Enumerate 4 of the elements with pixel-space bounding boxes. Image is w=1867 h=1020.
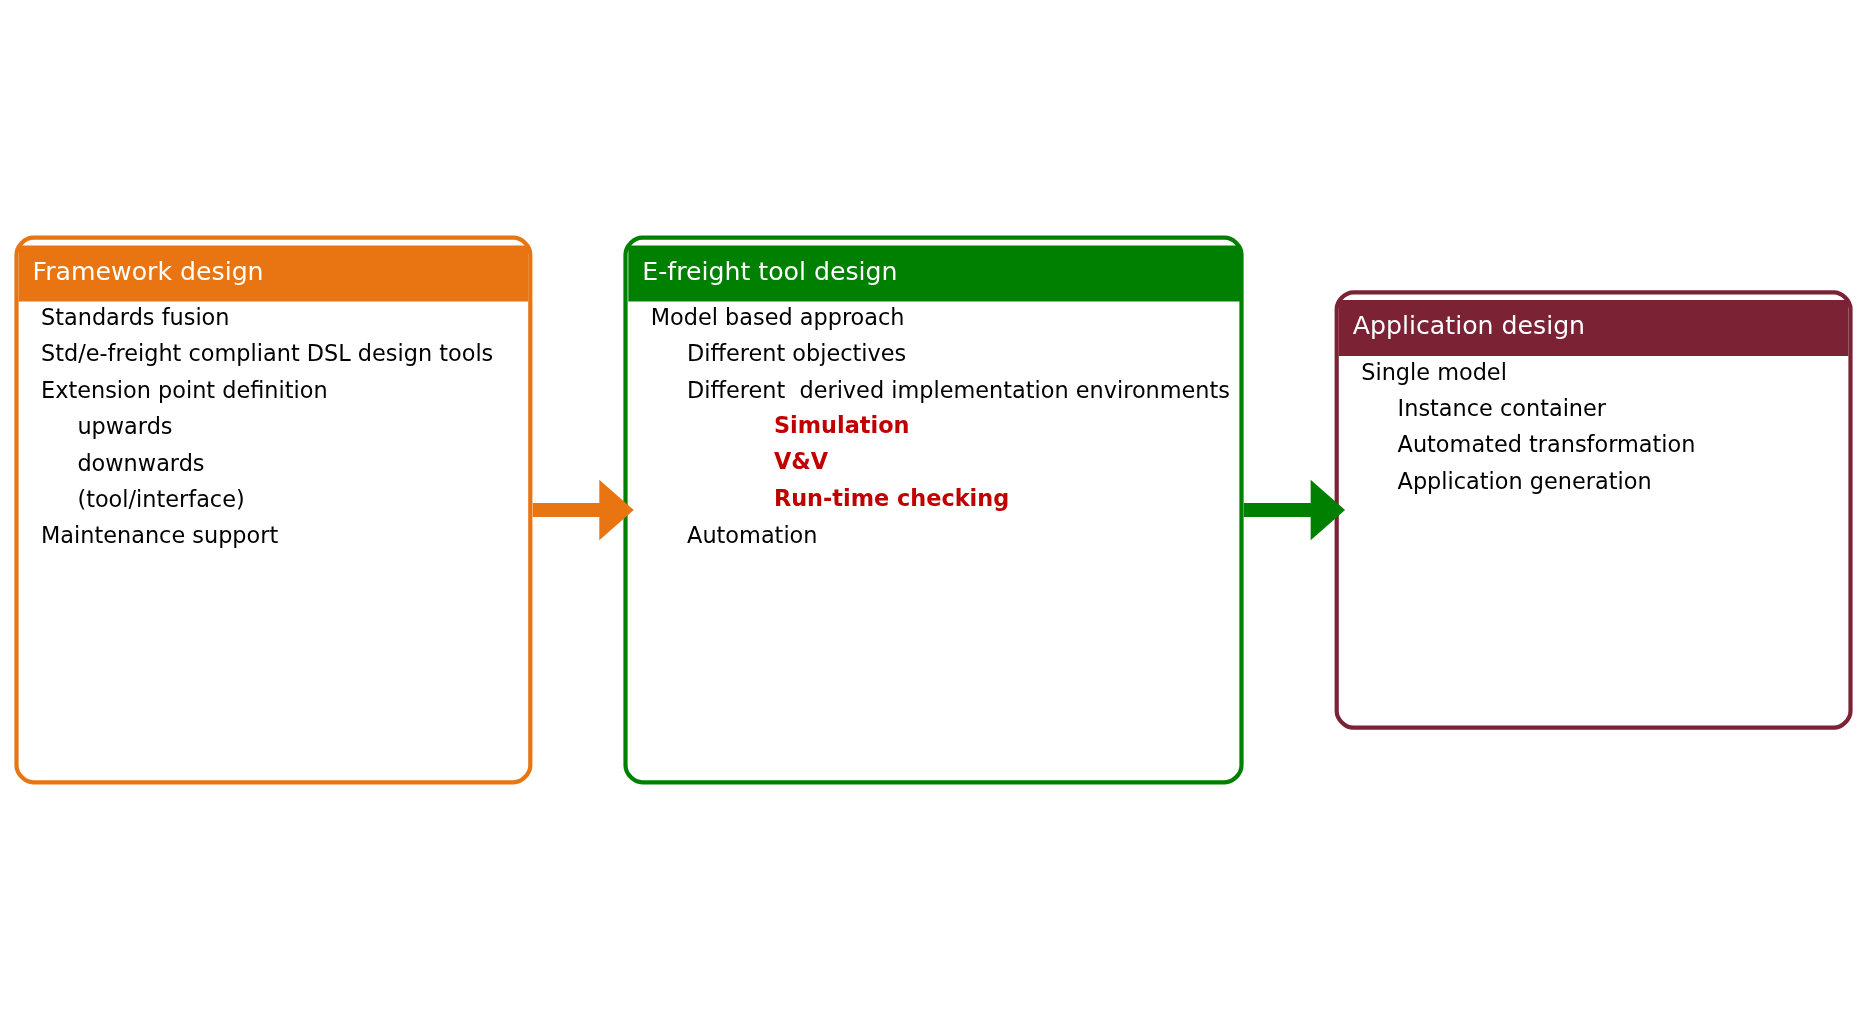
arrow [1243,479,1346,541]
node-box: Framework design Standards fusion Std/e-freight compliant DSL design tools Extension point definition upwards downwards (tool/interface) Maintenance support [14,235,533,785]
node-box: Application design Single model Instance container Automated transformation Application generation [1334,290,1853,730]
arrow [532,479,634,541]
